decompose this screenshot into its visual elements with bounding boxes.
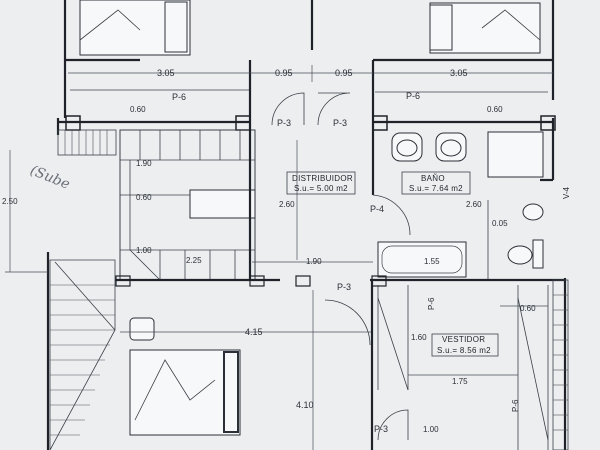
dim-right-top-small: 0.60 — [487, 105, 503, 114]
corridor-top: 0.95 0.95 — [250, 0, 375, 126]
dim-top-mid-left: 0.95 — [275, 68, 293, 78]
dim-stair-190: 1.90 — [136, 159, 152, 168]
vestidor-name: VESTIDOR — [442, 335, 485, 344]
dim-bath-005: 0.05 — [492, 219, 508, 228]
dim-dist-height: 2.60 — [279, 200, 295, 209]
dim-mid-155: 1.55 — [424, 257, 440, 266]
dim-lower-height: 4.10 — [296, 400, 314, 410]
dim-right-060: 0.60 — [520, 304, 536, 313]
bano-room — [377, 131, 544, 280]
distribuidor-name: DISTRIBUIDOR — [292, 174, 353, 183]
dim-bottom-100: 1.00 — [423, 425, 439, 434]
staircase — [119, 129, 256, 281]
right-hatched-wall — [552, 279, 569, 450]
bano-name: BAÑO — [421, 174, 445, 183]
side-v-label: V-4 — [562, 186, 571, 199]
dim-stair-060: 0.60 — [136, 193, 152, 202]
hatched-wall-left — [57, 129, 117, 156]
bano-area: S.u.= 7.64 m2 — [409, 184, 463, 193]
door-p6-vert: P-6 — [427, 297, 436, 310]
dim-mid-190: 1.90 — [306, 257, 322, 266]
dim-top-left-width: 3.05 — [157, 68, 175, 78]
door-p6-right: P-6 — [406, 91, 420, 101]
dim-bath-260: 2.60 — [466, 200, 482, 209]
dim-stair-225: 2.25 — [186, 256, 202, 265]
dim-lower-width: 4.15 — [245, 327, 263, 337]
dim-top-right-width: 3.05 — [450, 68, 468, 78]
lower-left-bedroom — [49, 259, 374, 450]
dim-top-mid-right: 0.95 — [335, 68, 353, 78]
door-p6-left: P-6 — [172, 92, 186, 102]
distribuidor-room — [248, 125, 375, 280]
dim-vest-160: 1.60 — [411, 333, 427, 342]
distribuidor-area: S.u.= 5.00 m2 — [294, 184, 348, 193]
outer-walls — [46, 0, 567, 450]
door-p3-b: P-3 — [333, 118, 347, 128]
door-p3-c: P-3 — [337, 282, 351, 292]
door-p4: P-4 — [370, 204, 384, 214]
vestidor-room — [377, 285, 549, 450]
door-p3-bottom: P-3 — [374, 424, 388, 434]
dim-stair-top-small: 0.60 — [130, 105, 146, 114]
door-p3-a: P-3 — [277, 118, 291, 128]
door-p6-right-vert: P-6 — [511, 399, 520, 412]
top-right-bedroom: 3.05 — [373, 2, 553, 93]
dim-vest-175: 1.75 — [452, 377, 468, 386]
vestidor-area: S.u.= 8.56 m2 — [437, 346, 491, 355]
top-left-bedroom: 3.05 — [65, 0, 252, 125]
dim-left-height: 2.50 — [2, 197, 18, 206]
dim-stair-100: 1.00 — [136, 246, 152, 255]
